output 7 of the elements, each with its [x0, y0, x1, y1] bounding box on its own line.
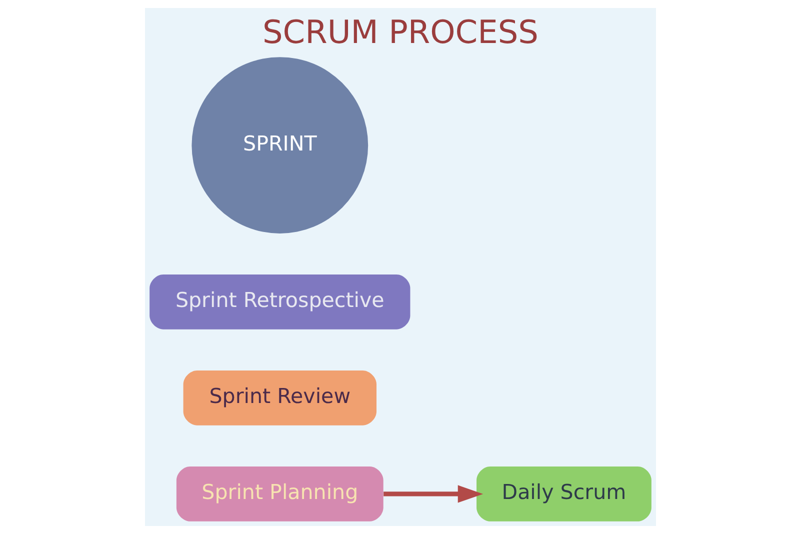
node-box: Sprint Review	[182, 370, 376, 426]
arrow	[383, 485, 483, 503]
node-box: Sprint Planning	[176, 466, 383, 522]
node-box: Sprint Retrospective	[149, 274, 410, 330]
node-box: Daily Scrum	[476, 466, 651, 522]
node-circle: SPRINT	[191, 57, 368, 234]
diagram-title: SCRUM PROCESS	[262, 12, 538, 51]
